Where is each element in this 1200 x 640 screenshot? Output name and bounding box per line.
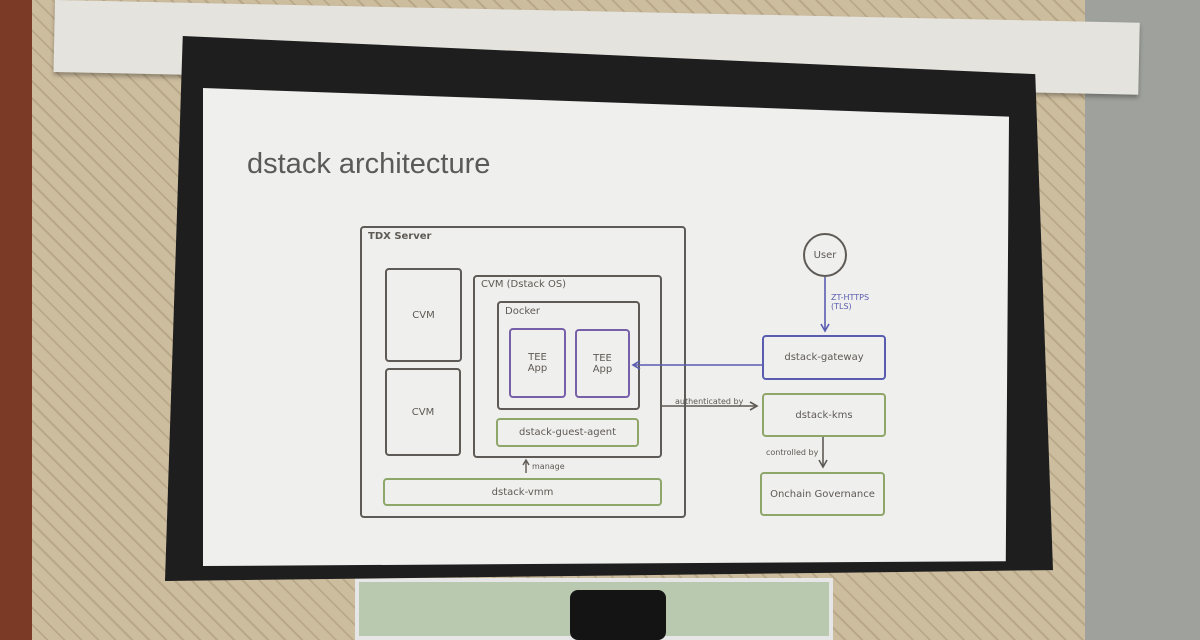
user-node: User <box>803 233 847 277</box>
tee-app-box-2: TEE App <box>575 329 630 398</box>
user-to-gateway-arrow <box>820 277 830 333</box>
gateway-label: dstack-gateway <box>784 352 864 363</box>
controlled-by-label: controlled by <box>766 448 819 457</box>
manage-label: manage <box>532 462 565 471</box>
tdx-server-box: TDX Server <box>360 226 686 518</box>
slide-title: dstack architecture <box>247 148 491 180</box>
vmm-manage-arrow <box>522 458 530 473</box>
vmm-label: dstack-vmm <box>491 486 554 498</box>
cvm-label: CVM <box>411 406 435 418</box>
slide <box>203 88 1009 566</box>
cvm-box-1: CVM <box>385 268 462 362</box>
docker-box: Docker <box>497 301 640 410</box>
guest-agent-box: dstack-guest-agent <box>496 418 639 447</box>
kms-to-governance-arrow <box>818 437 828 469</box>
cvm-label: CVM <box>412 309 435 321</box>
gateway-to-tee-app-arrow <box>631 360 762 370</box>
cvm-dstack-os-box: CVM (Dstack OS) <box>473 275 662 458</box>
tdx-server-label: TDX Server <box>368 231 432 242</box>
tee-app-box-1: TEE App <box>509 328 566 398</box>
gateway-box: dstack-gateway <box>762 335 886 380</box>
governance-box: Onchain Governance <box>760 472 885 516</box>
wall-left <box>0 0 32 640</box>
authenticated-by-label: authenticated by <box>675 397 744 406</box>
tee-app-label: TEE App <box>592 352 613 375</box>
guest-agent-label: dstack-guest-agent <box>519 427 616 438</box>
vmm-box: dstack-vmm <box>383 478 662 506</box>
kms-box: dstack-kms <box>762 393 886 437</box>
governance-label: Onchain Governance <box>770 488 875 500</box>
speaker <box>570 590 666 640</box>
kms-label: dstack-kms <box>795 409 853 421</box>
user-label: User <box>813 249 837 261</box>
cvm-box-2: CVM <box>385 368 461 456</box>
docker-label: Docker <box>505 306 541 317</box>
cvm-to-kms-arrow <box>662 401 759 411</box>
tee-app-label: TEE App <box>527 352 548 374</box>
wall-right <box>1085 0 1200 640</box>
cvm-os-label: CVM (Dstack OS) <box>481 279 567 290</box>
zt-https-label: ZT-HTTPS (TLS) <box>831 293 870 311</box>
